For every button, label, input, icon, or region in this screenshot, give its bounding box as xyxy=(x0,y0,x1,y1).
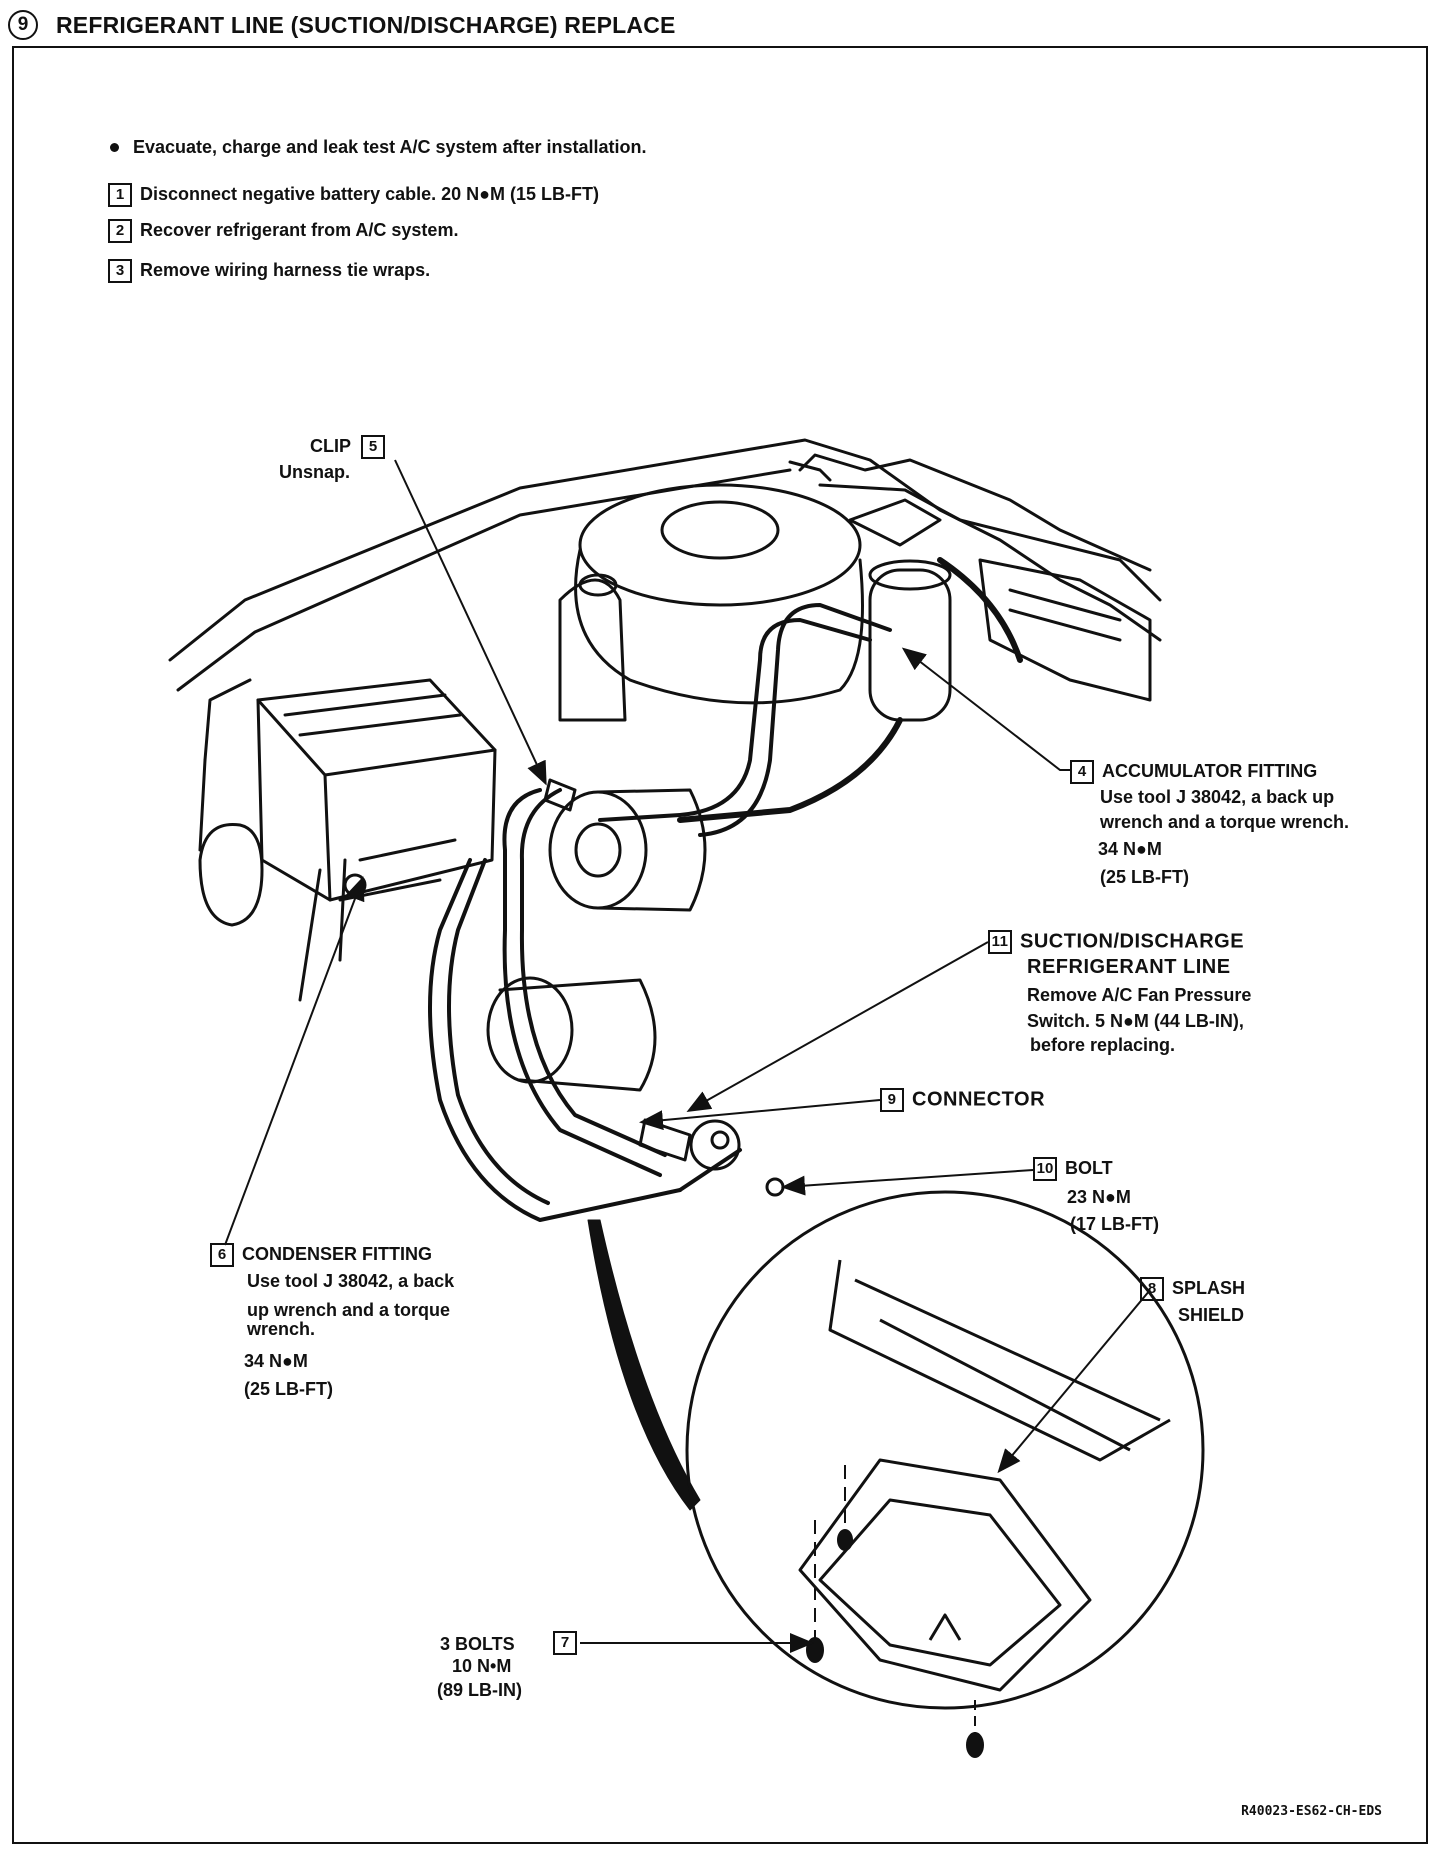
diagram-frame xyxy=(12,46,1428,1844)
inset-swoop xyxy=(587,1219,701,1511)
step-header: 9 REFRIGERANT LINE (SUCTION/DISCHARGE) R… xyxy=(8,8,676,42)
callout-splash-title-1: SPLASH xyxy=(1172,1278,1246,1298)
callout-splash: 8 SPLASH xyxy=(1140,1277,1246,1302)
callout-bolt-number: 10 xyxy=(1033,1157,1057,1182)
callout-3-bolts-line-1: 3 BOLTS xyxy=(440,1634,515,1654)
callout-condenser-number: 6 xyxy=(210,1243,234,1268)
callout-accumulator-number: 4 xyxy=(1070,760,1094,785)
page-title: REFRIGERANT LINE (SUCTION/DISCHARGE) REP… xyxy=(56,11,676,38)
air-cleaner xyxy=(574,483,864,705)
fender-outline xyxy=(168,438,1162,662)
callout-3-bolts-line-3: (89 LB-IN) xyxy=(437,1680,522,1700)
callout-suction: 11 SUCTION/DISCHARGE xyxy=(988,930,1244,954)
callout-suction-title-1: SUCTION/DISCHARGE xyxy=(1020,930,1245,953)
step-1: 1 Disconnect negative battery cable. 20 N… xyxy=(108,183,599,208)
reference-code: R40023-ES62-CH-EDS xyxy=(1241,1804,1382,1819)
note-bullet-text: Evacuate, charge and leak test A/C syste… xyxy=(133,137,647,157)
callout-condenser-line-1: Use tool J 38042, a back xyxy=(247,1271,455,1291)
callout-suction-line-3: before replacing. xyxy=(1030,1035,1176,1055)
leader-clip xyxy=(394,459,547,786)
callout-clip-text: Unsnap. xyxy=(279,462,351,482)
bullet-icon xyxy=(110,142,119,152)
step-2-text: Recover refrigerant from A/C system. xyxy=(140,220,459,240)
clip-shape xyxy=(543,778,577,812)
pressure-switch xyxy=(638,1118,741,1171)
callout-suction-number: 11 xyxy=(988,930,1012,954)
splash-shield-inset xyxy=(685,1190,1205,1758)
leader-suction xyxy=(686,941,989,1112)
splash-shield xyxy=(798,1458,1092,1692)
callout-clip-title: CLIP xyxy=(310,436,352,456)
callout-connector-number: 9 xyxy=(880,1088,904,1112)
firewall-outline xyxy=(798,453,1152,572)
step-2-number: 2 xyxy=(108,219,132,244)
step-3-text: Remove wiring harness tie wraps. xyxy=(140,260,431,280)
callout-condenser-title: CONDENSER FITTING xyxy=(242,1244,433,1264)
callout-condenser-line-3: wrench. xyxy=(247,1319,316,1339)
battery xyxy=(256,678,497,902)
callout-accumulator: 4 ACCUMULATOR FITTING xyxy=(1070,760,1318,785)
callout-bolt-line-1: 23 N●M xyxy=(1067,1187,1131,1207)
leader-lines xyxy=(224,459,1151,1653)
accumulator xyxy=(868,559,952,722)
callout-suction-line-2: Switch. 5 N●M (44 LB-IN), xyxy=(1027,1011,1244,1031)
step-3: 3 Remove wiring harness tie wraps. xyxy=(108,259,431,284)
callout-accumulator-line-1: Use tool J 38042, a back up xyxy=(1100,787,1335,807)
step-2: 2 Recover refrigerant from A/C system. xyxy=(108,219,459,244)
callout-condenser-line-5: (25 LB-FT) xyxy=(244,1379,333,1399)
step-3-number: 3 xyxy=(108,259,132,284)
callout-bolt-title: BOLT xyxy=(1065,1158,1113,1178)
step-number-badge: 9 xyxy=(8,10,38,40)
callout-clip: CLIP 5 xyxy=(310,435,393,460)
leader-accumulator xyxy=(901,647,1072,771)
callout-condenser-line-2: up wrench and a torque xyxy=(247,1300,451,1320)
callout-splash-number: 8 xyxy=(1140,1277,1164,1302)
callout-3-bolts-number-wrap: 7 xyxy=(553,1631,585,1656)
leader-connector xyxy=(639,1099,881,1131)
callout-bolt-line-2: (17 LB-FT) xyxy=(1070,1214,1159,1234)
leader-splash xyxy=(997,1289,1151,1474)
leader-bolt xyxy=(781,1169,1034,1196)
callout-splash-title-2: SHIELD xyxy=(1178,1305,1245,1325)
step-1-number: 1 xyxy=(108,183,132,208)
callout-accumulator-line-2: wrench and a torque wrench. xyxy=(1100,812,1350,832)
callout-condenser: 6 CONDENSER FITTING xyxy=(210,1243,433,1268)
callout-suction-title-2: REFRIGERANT LINE xyxy=(1027,956,1231,978)
callout-accumulator-title: ACCUMULATOR FITTING xyxy=(1102,761,1318,781)
note-bullet: Evacuate, charge and leak test A/C syste… xyxy=(106,136,647,158)
step-1-text: Disconnect negative battery cable. 20 N●… xyxy=(140,184,599,204)
callout-clip-number: 5 xyxy=(361,435,386,460)
compressor xyxy=(486,788,707,1092)
callout-3-bolts-line-2: 10 N•M xyxy=(452,1656,512,1676)
callout-suction-line-1: Remove A/C Fan Pressure xyxy=(1027,985,1252,1005)
refrigerant-lines xyxy=(428,603,892,1222)
callout-accumulator-line-4: (25 LB-FT) xyxy=(1100,867,1189,887)
leader-condenser xyxy=(224,876,365,1246)
callout-connector: 9 CONNECTOR xyxy=(880,1088,1045,1112)
callout-3-bolts-number: 7 xyxy=(553,1631,577,1656)
accumulator-hose xyxy=(677,717,903,823)
bolt-10-shape xyxy=(765,1177,785,1197)
callout-accumulator-line-3: 34 N●M xyxy=(1098,839,1162,859)
callout-condenser-line-4: 34 N●M xyxy=(244,1351,308,1371)
callout-connector-title: CONNECTOR xyxy=(912,1088,1046,1111)
callout-bolt: 10 BOLT xyxy=(1033,1157,1113,1182)
